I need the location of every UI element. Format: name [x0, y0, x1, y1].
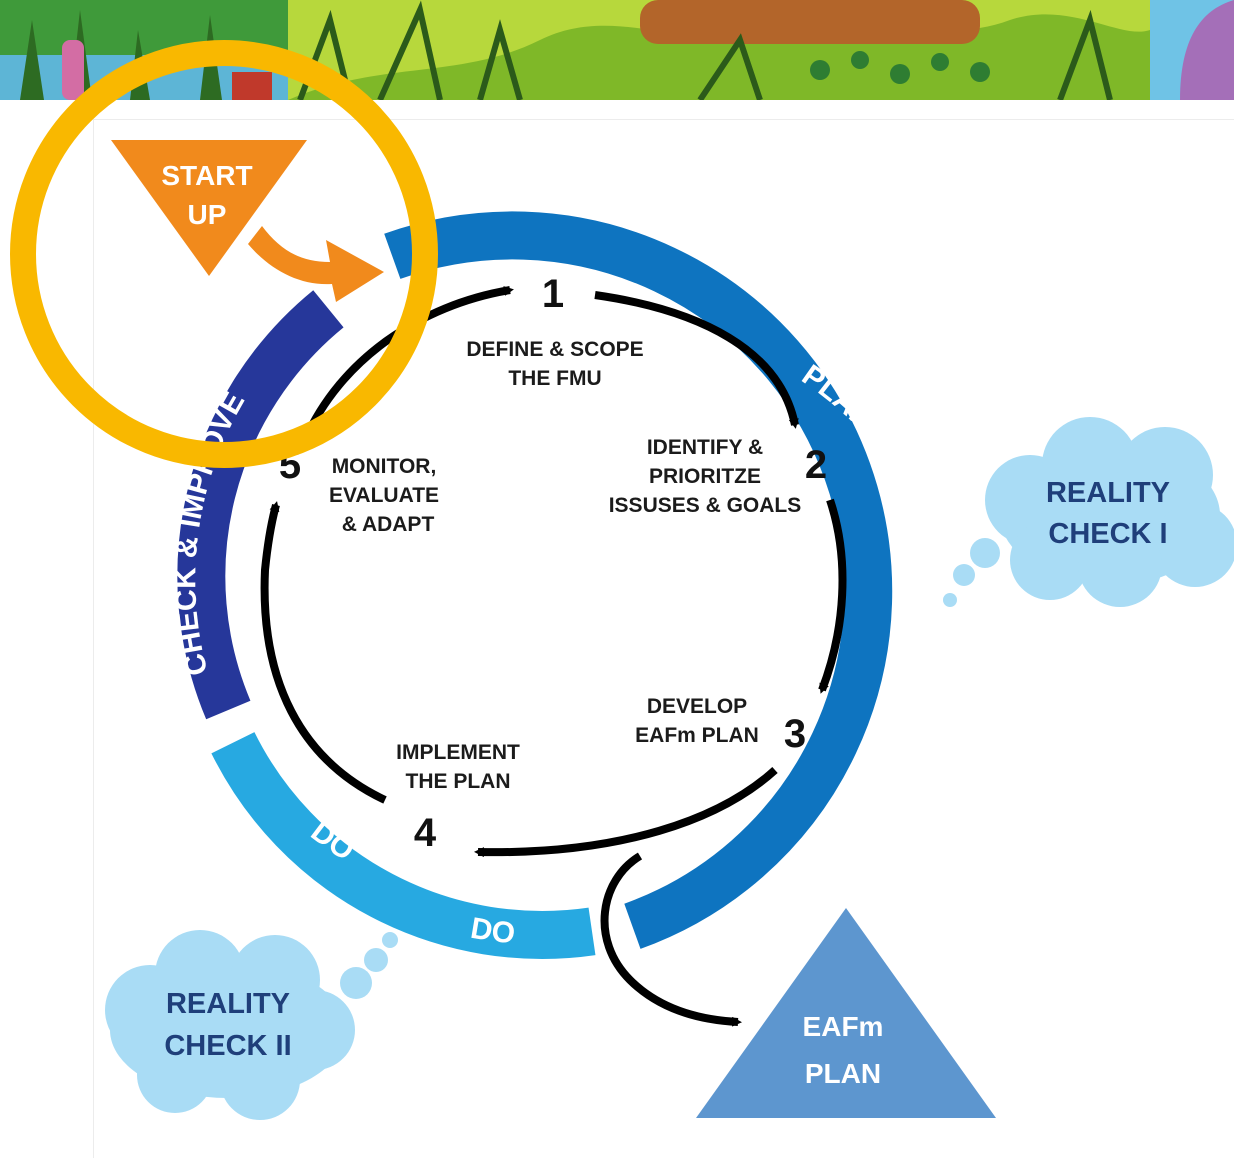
start-up-arrow [248, 226, 384, 302]
start-up-triangle [111, 140, 307, 276]
step-2-line-1: IDENTIFY & [647, 436, 763, 459]
start-up-line-2: UP [188, 199, 227, 230]
do-band [211, 731, 596, 959]
reality-check-1-line-2: CHECK I [1048, 518, 1167, 550]
step-1-line-2: THE FMU [508, 367, 601, 390]
arrow-1-to-2 [594, 291, 799, 429]
step-4-line-1: IMPLEMENT [396, 741, 520, 764]
plan-top-label: PLAN [525, 166, 611, 201]
step-1-number: 1 [542, 272, 564, 316]
step-5-line-3: & ADAPT [342, 513, 435, 536]
step-1-line-1: DEFINE & SCOPE [466, 338, 643, 361]
step-3-line-2: EAFm PLAN [635, 724, 759, 747]
step-5-line-1: MONITOR, [332, 455, 437, 478]
arrow-5-to-1 [301, 286, 514, 442]
reality-check-2-line-1: REALITY [166, 988, 290, 1020]
do-bottom-label: DO [468, 912, 516, 951]
step-2-line-2: PRIORITZE [649, 465, 761, 488]
step-2-line-3: ISSUSES & GOALS [609, 494, 802, 517]
check-improve-band [177, 290, 344, 720]
eafm-plan-triangle [696, 908, 996, 1118]
eafm-plan-line-1: EAFm [803, 1011, 884, 1042]
start-up-line-1: START [161, 160, 252, 191]
step-2-number: 2 [805, 443, 827, 487]
reality-check-1-cloud [943, 417, 1234, 607]
reality-check-1-line-1: REALITY [1046, 477, 1170, 509]
arrow-3-to-4 [474, 767, 778, 858]
step-3-number: 3 [784, 712, 806, 756]
header-banner-illustration [0, 0, 1234, 100]
step-4-number: 4 [414, 811, 437, 855]
eafm-plan-line-2: PLAN [805, 1058, 881, 1089]
arrow-2-to-3 [818, 498, 847, 694]
reality-check-2-line-2: CHECK II [164, 1030, 291, 1062]
reality-check-2-cloud [105, 930, 398, 1120]
arrow-to-eafm-plan [600, 852, 742, 1027]
arrow-4-to-5 [260, 501, 387, 804]
start-up-highlight-ring [10, 40, 438, 468]
step-5-line-2: EVALUATE [329, 484, 439, 507]
step-3-line-1: DEVELOP [647, 695, 747, 718]
plan-band [384, 211, 893, 949]
step-4-line-2: THE PLAN [406, 770, 511, 793]
